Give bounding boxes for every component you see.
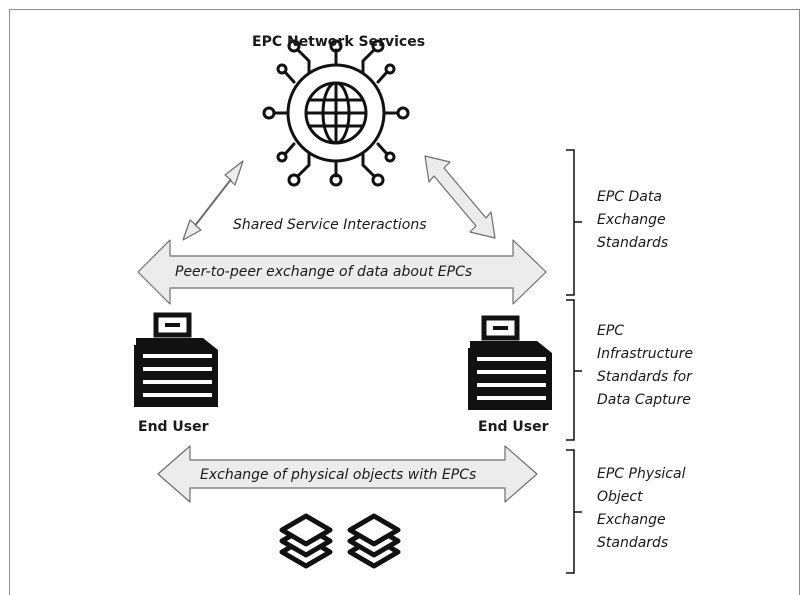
bracket-physical [566,449,582,574]
physical-exchange-arrow [157,445,538,503]
bracket-infrastructure [566,299,582,441]
office-building-icon [468,315,552,410]
standards-line: EPC [597,323,625,339]
standards-line: Exchange [597,212,666,228]
standards-line: EPC Physical [597,466,686,482]
standards-data-exchange: EPC Data Exchange Standards [597,186,668,255]
standards-physical: EPC Physical Object Exchange Standards [597,463,685,555]
peer-exchange-arrow [137,239,547,305]
physical-exchange-label: Exchange of physical objects with EPCs [200,467,477,483]
end-user-right-label: End User [478,419,549,435]
stacked-layers-icon [347,513,401,569]
peer-exchange-label: Peer-to-peer exchange of data about EPCs [175,264,473,280]
shared-service-label: Shared Service Interactions [233,217,427,233]
shared-arrow-left [182,160,244,241]
diagram-title: EPC Network Services [252,34,426,50]
bracket-data-exchange [566,149,582,296]
office-building-icon [134,312,218,407]
standards-brackets [566,149,582,574]
standards-line: Standards [597,235,669,251]
standards-infrastructure: EPC Infrastructure Standards for Data Ca… [597,320,693,412]
standards-line: Standards for [597,369,692,385]
standards-line: Data Capture [597,392,691,408]
standards-line: Exchange [597,512,666,528]
diagram-frame [9,9,800,595]
standards-line: EPC Data [597,189,662,205]
globe-network-icon [262,39,410,187]
shared-arrow-right [424,155,496,239]
standards-line: Object [597,489,643,505]
stacked-layers-icon [279,513,333,569]
end-user-left-label: End User [138,419,209,435]
standards-line: Infrastructure [597,346,694,362]
standards-line: Standards [597,535,669,551]
